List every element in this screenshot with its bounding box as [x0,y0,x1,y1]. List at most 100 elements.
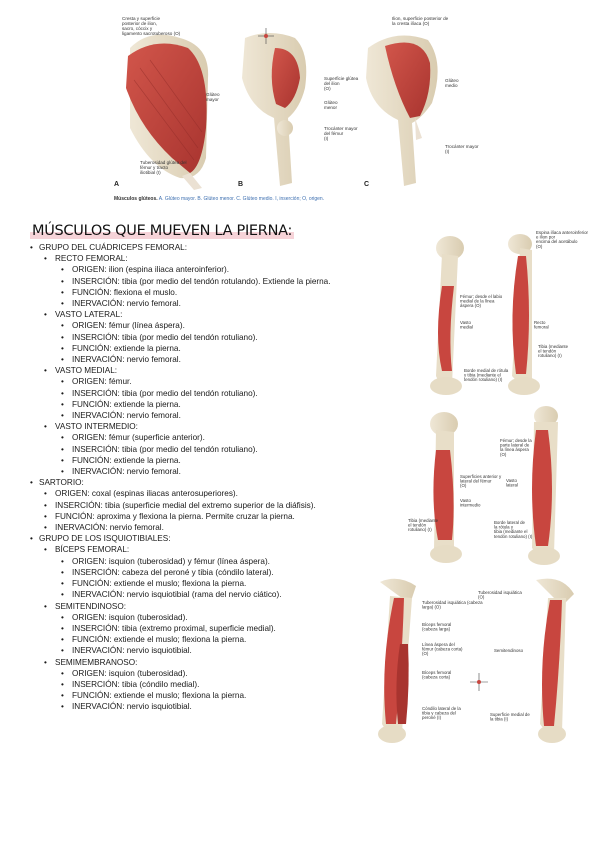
panel-c-gluteus-medius: C [364,35,438,188]
list-item: INSERCIÓN: tibia (por medio del tendón r… [30,332,390,343]
ham-label-5: Bíceps femoral(cabeza corta) [422,670,451,680]
list-item: VASTO INTERMEDIO: [30,421,390,432]
list-item: INSERCIÓN: tibia (por medio del tendón r… [30,444,390,455]
muscle-bullet-list: GRUPO DEL CUÁDRICEPS FEMORAL:RECTO FEMOR… [30,242,390,713]
list-item: ORIGEN: coxal (espinas iliacas anterosup… [30,488,390,499]
list-item: INERVACIÓN: nervio femoral. [30,522,390,533]
list-item: FUNCIÓN: extiende la pierna. [30,343,390,354]
list-item: ORIGEN: isquion (tuberosidad). [30,668,390,679]
panel-letter-c: C [364,181,369,188]
list-item: INSERCIÓN: tibia (superficie medial del … [30,500,390,511]
list-item: BÍCEPS FEMORAL: [30,544,390,555]
list-item: INERVACIÓN: nervio femoral. [30,410,390,421]
list-item: ORIGEN: fémur (línea áspera). [30,320,390,331]
list-item: FUNCIÓN: extiende la pierna. [30,399,390,410]
list-item: INERVACIÓN: nervio femoral. [30,354,390,365]
muscle-list: GRUPO DEL CUÁDRICEPS FEMORAL:RECTO FEMOR… [30,242,390,713]
list-item: INSERCIÓN: tibia (por medio del tendón r… [30,388,390,399]
ham-label-1: Tuberosidad isquiática(O) [478,590,522,600]
list-item: FUNCIÓN: flexiona el muslo. [30,287,390,298]
page-title-text: MÚSCULOS QUE MUEVEN LA PIERNA: [30,223,295,239]
page-title: MÚSCULOS QUE MUEVEN LA PIERNA: [30,223,295,239]
list-item: SEMIMEMBRANOSO: [30,657,390,668]
list-item: FUNCIÓN: aproxima y flexiona la pierna. … [30,511,390,522]
vastus-lateralis-muscle [532,430,552,546]
ham-label-4: Semitendinoso [494,648,524,653]
biceps-femoris-long-head-muscle [384,598,404,724]
list-item: VASTO MEDIAL: [30,365,390,376]
list-item: FUNCIÓN: extiende el muslo; flexiona la … [30,690,390,701]
list-item: VASTO LATERAL: [30,309,390,320]
list-item: GRUPO DEL CUÁDRICEPS FEMORAL: [30,242,390,253]
panel-b-gluteus-minimus: B [238,33,307,188]
panel-a-gluteus-maximus: A [114,34,209,190]
figure-caption: Músculos glúteos. A. Glúteo mayor. B. Gl… [114,196,324,202]
list-item: FUNCIÓN: extiende el muslo; flexiona la … [30,634,390,645]
caption-text: A. Glúteo mayor. B. Glúteo menor. C. Glú… [158,196,325,202]
list-item: RECTO FEMORAL: [30,253,390,264]
label-c3: Trocánter mayor(I) [445,144,479,154]
compass-icon [258,28,274,44]
list-item: INERVACIÓN: nervio femoral. [30,298,390,309]
ham-label-2: Bíceps femoral(cabeza larga) [422,622,451,632]
list-item: INERVACIÓN: nervio isquiotibial. [30,645,390,656]
list-item: ORIGEN: fémur (superficie anterior). [30,432,390,443]
list-item: INSERCIÓN: cabeza del peroné y tibia (có… [30,567,390,578]
list-item: INSERCIÓN: tibia (por medio del tendón r… [30,276,390,287]
compass-icon-2 [470,673,488,691]
vastus-intermedius-muscle [433,450,454,540]
panel-letter-a: A [114,181,119,188]
list-item: ORIGEN: ilion (espina iliaca anteroinfer… [30,264,390,275]
list-item: INERVACIÓN: nervio isquiotibial (rama de… [30,589,390,600]
list-item: FUNCIÓN: extiende el muslo; flexiona la … [30,578,390,589]
semitendinosus-muscle [542,600,562,726]
list-item: INSERCIÓN: tibia (extremo proximal, supe… [30,623,390,634]
list-item: ORIGEN: isquion (tuberosidad). [30,612,390,623]
list-item: INERVACIÓN: nervio femoral. [30,466,390,477]
panel-letter-b: B [238,181,243,188]
list-item: SEMITENDINOSO: [30,601,390,612]
biceps-femoris-short-head-muscle [396,644,409,724]
vastus-medialis-muscle [438,286,454,371]
list-item: INERVACIÓN: nervio isquiotibial. [30,701,390,712]
caption-bold: Músculos glúteos. [114,196,158,202]
list-item: ORIGEN: isquion (tuberosidad) y fémur (l… [30,556,390,567]
rectus-femoris-muscle [512,256,529,374]
list-item: SARTORIO: [30,477,390,488]
list-item: FUNCIÓN: extiende la pierna. [30,455,390,466]
list-item: GRUPO DE LOS ISQUIOTIBIALES: [30,533,390,544]
list-item: ORIGEN: fémur. [30,376,390,387]
